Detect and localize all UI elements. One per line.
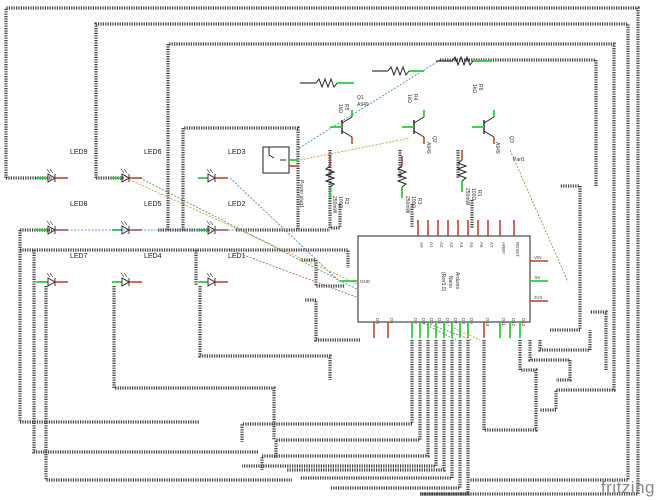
led-5: LED5 bbox=[112, 201, 162, 235]
pin-a4: A4 bbox=[459, 242, 464, 248]
led-6: LED6 bbox=[112, 149, 162, 183]
resistor-r6: R6 1kΩ bbox=[436, 55, 492, 93]
pin-d12: D12 bbox=[511, 318, 516, 327]
transistor-q1: Q1 A949 bbox=[330, 95, 369, 144]
pin-d6: D6 bbox=[445, 318, 450, 324]
pin-d3: D3 bbox=[421, 318, 426, 324]
led-6-label: LED6 bbox=[144, 149, 162, 156]
resistor-r5: R5 1kΩ bbox=[300, 77, 354, 113]
resistor-r3-value: 100Ω bbox=[410, 196, 416, 208]
resistor-r4: R4 1kΩ bbox=[372, 65, 424, 103]
resistor-r1-name: R1 bbox=[476, 190, 482, 197]
transistor-q2-name: Q2 bbox=[431, 136, 437, 143]
pin-a0: A0 bbox=[419, 242, 424, 248]
pin-d9: D9 bbox=[469, 318, 474, 324]
pin-3v3: 3V3 bbox=[534, 295, 543, 300]
pin-d1: D1 bbox=[389, 318, 394, 324]
pin-a2: A2 bbox=[439, 242, 444, 248]
pin-a3: A3 bbox=[449, 242, 454, 248]
led-7: LED7 bbox=[36, 253, 88, 287]
pin-vin: VIN bbox=[534, 255, 542, 260]
led-4-label: LED4 bbox=[144, 253, 162, 260]
led-9: LED9 bbox=[36, 149, 88, 183]
arduino-top-pins: A0 A1 A2 A3 A4 A5 A6 A7 AREF RESET bbox=[417, 220, 520, 257]
pin-a6: A6 bbox=[479, 242, 484, 248]
pin-d11: D11 bbox=[501, 318, 506, 326]
resistor-r2-value: 100Ω bbox=[337, 196, 343, 208]
pin-d2: D2 bbox=[413, 318, 418, 324]
arduino-title-line2: Nano bbox=[447, 276, 453, 288]
resistor-r1-value: 100Ω bbox=[470, 188, 476, 200]
resistor-r5-name: R5 bbox=[343, 104, 349, 111]
pin-a5: A5 bbox=[469, 242, 474, 248]
resistor-r4-value: 1kΩ bbox=[406, 94, 412, 103]
pin-reset: RESET bbox=[515, 242, 520, 257]
resistor-r6-name: R6 bbox=[477, 84, 483, 91]
pin-5v: 5V bbox=[535, 275, 541, 280]
led-7-label: LED7 bbox=[70, 253, 88, 260]
led-1-label: LED1 bbox=[228, 253, 246, 260]
arduino-title-line3: (Rev3.0) bbox=[440, 272, 446, 292]
arduino-nano: A0 A1 A2 A3 A4 A5 A6 A7 AREF RESET VIN 5… bbox=[340, 220, 548, 338]
pin-a7: A7 bbox=[489, 242, 494, 248]
transistor-q1-part: A949 bbox=[357, 102, 369, 108]
resistor-r2: R2 100Ω 250mW bbox=[324, 156, 349, 214]
led-3: LED3 bbox=[198, 149, 246, 183]
pin-d8: D8 bbox=[461, 318, 466, 324]
resistor-r2-name: R2 bbox=[343, 198, 349, 205]
led-array: LED9 LED6 LED3 LED8 bbox=[36, 149, 246, 287]
resistor-r5-value: 1kΩ bbox=[337, 104, 343, 113]
arduino-title-line1: Arduino bbox=[454, 272, 460, 289]
led-5-label: LED5 bbox=[144, 201, 162, 208]
led-4: LED4 bbox=[112, 253, 162, 287]
wire-network bbox=[4, 6, 640, 496]
led-9-label: LED9 bbox=[70, 149, 88, 156]
pin-d10: D10 bbox=[485, 318, 490, 327]
resistor-r3: R3 100Ω 250mW bbox=[396, 156, 422, 214]
transistor-q1-name: Q1 bbox=[357, 95, 364, 101]
resistor-r3-name: R3 bbox=[416, 198, 422, 205]
resistor-r1: R1 100Ω 250mW bbox=[456, 150, 482, 206]
pin-gnd: GND bbox=[360, 279, 371, 284]
transistor-q3-part: A949 bbox=[494, 142, 500, 154]
led-3-label: LED3 bbox=[228, 149, 246, 156]
pin-a1: A1 bbox=[429, 242, 434, 248]
transistor-q2: Q2 A949 bbox=[402, 110, 437, 154]
pin-d7: D7 bbox=[453, 318, 458, 324]
pin-d13: D13 bbox=[521, 318, 526, 327]
led-8: LED8 bbox=[36, 201, 88, 235]
led-8-label: LED8 bbox=[70, 201, 88, 208]
part1-label: Part1 bbox=[513, 157, 525, 163]
resistor-r2-power: 250mW bbox=[331, 196, 337, 214]
fritzing-watermark: fritzing bbox=[600, 478, 655, 497]
led-1: LED1 bbox=[198, 253, 246, 287]
pin-d0: D0 bbox=[375, 318, 380, 324]
transistor-q3-name: Q3 bbox=[508, 136, 514, 143]
resistor-r6-value: 1kΩ bbox=[471, 84, 477, 93]
pin-d4: D4 bbox=[429, 318, 434, 324]
arduino-bottom-pins: D0 D1 D2 D3 D4 D5 D6 D7 D8 D9 D10 D11 D1… bbox=[373, 318, 526, 338]
transistor-q3: Q3 A949 bbox=[472, 110, 514, 154]
power-plug: Power plug1 bbox=[262, 146, 304, 208]
arduino-right-pins: VIN 5V 3V3 bbox=[530, 255, 548, 302]
led-2-label: LED2 bbox=[228, 201, 246, 208]
resistor-r3-power: 250mW bbox=[404, 196, 410, 214]
resistor-r1-power: 250mW bbox=[464, 188, 470, 206]
pin-aref: AREF bbox=[501, 242, 506, 254]
resistor-r4-name: R4 bbox=[412, 94, 418, 101]
power-plug-label: Power plug1 bbox=[298, 180, 304, 208]
pin-d5: D5 bbox=[437, 318, 442, 324]
transistor-q2-part: A949 bbox=[425, 142, 431, 154]
